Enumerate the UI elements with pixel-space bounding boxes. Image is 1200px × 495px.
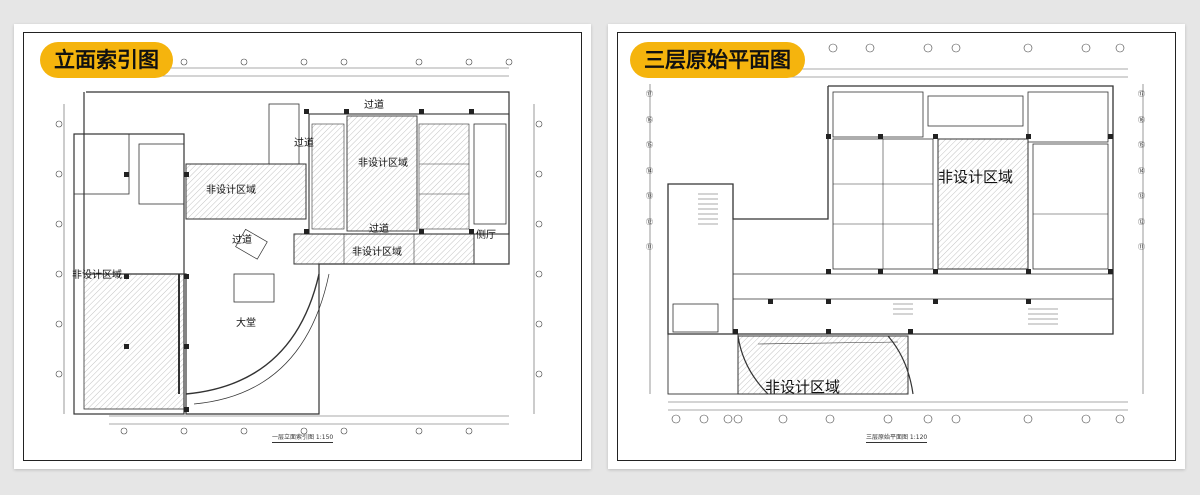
sheet-elevation-index: 立面索引图 [14, 24, 591, 469]
label-non-design-bottom: 非设计区域 [765, 378, 841, 396]
label-corridor-hall: 过道 [232, 235, 252, 246]
label-lobby: 大堂 [236, 318, 256, 329]
drawing-caption: 一层立面索引图 1:150 [272, 434, 334, 443]
label-corridor-top: 过道 [364, 100, 384, 111]
label-corridor-mid: 过道 [294, 138, 314, 149]
panel-title-badge: 立面索引图 [40, 42, 173, 78]
axis-left: ⑰ ⑯ ⑮ ⑭ ⑬ ⑫ ⑪ [646, 90, 653, 251]
label-non-design-left: 非设计区域 [72, 270, 122, 281]
floor-plan-drawing [55, 58, 543, 435]
label-non-design-center: 非设计区域 [358, 158, 408, 169]
label-non-design-small: 非设计区域 [352, 247, 402, 258]
label-corridor-lower: 过道 [369, 224, 389, 235]
drawing-frame [617, 32, 1176, 461]
label-non-design-top: 非设计区域 [938, 168, 1014, 186]
label-side-hall: 侧厅 [476, 230, 496, 241]
drawing-caption: 三层原始平面图 1:120 [866, 434, 928, 443]
floor-plan-drawing [649, 43, 1144, 424]
label-non-design-mid: 非设计区域 [206, 185, 256, 196]
axis-right: ⑰ ⑯ ⑮ ⑭ ⑬ ⑫ ⑪ [1138, 90, 1145, 251]
panel-title-badge: 三层原始平面图 [630, 42, 805, 78]
sheet-third-floor-plan: 三层原始平面图 [608, 24, 1185, 469]
drawing-frame [23, 32, 582, 461]
